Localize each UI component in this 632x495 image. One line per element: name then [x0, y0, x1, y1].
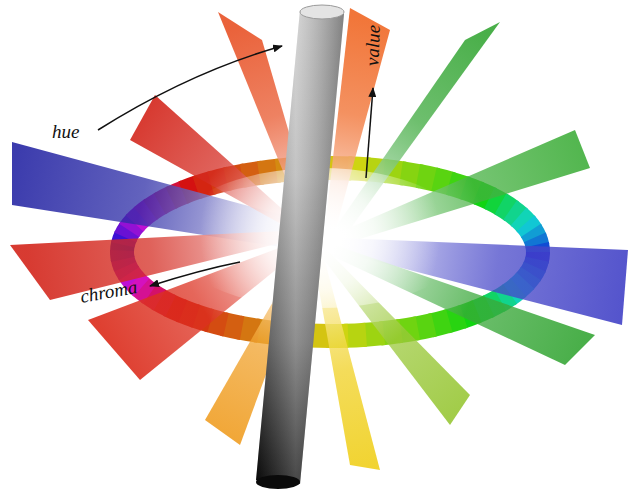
value-axis-cylinder — [256, 5, 344, 489]
value-label: value — [362, 25, 382, 67]
chroma-arrow — [150, 262, 240, 286]
hue-label: hue — [52, 122, 79, 141]
value-arrow — [366, 88, 373, 178]
hue-arrow — [98, 46, 282, 130]
